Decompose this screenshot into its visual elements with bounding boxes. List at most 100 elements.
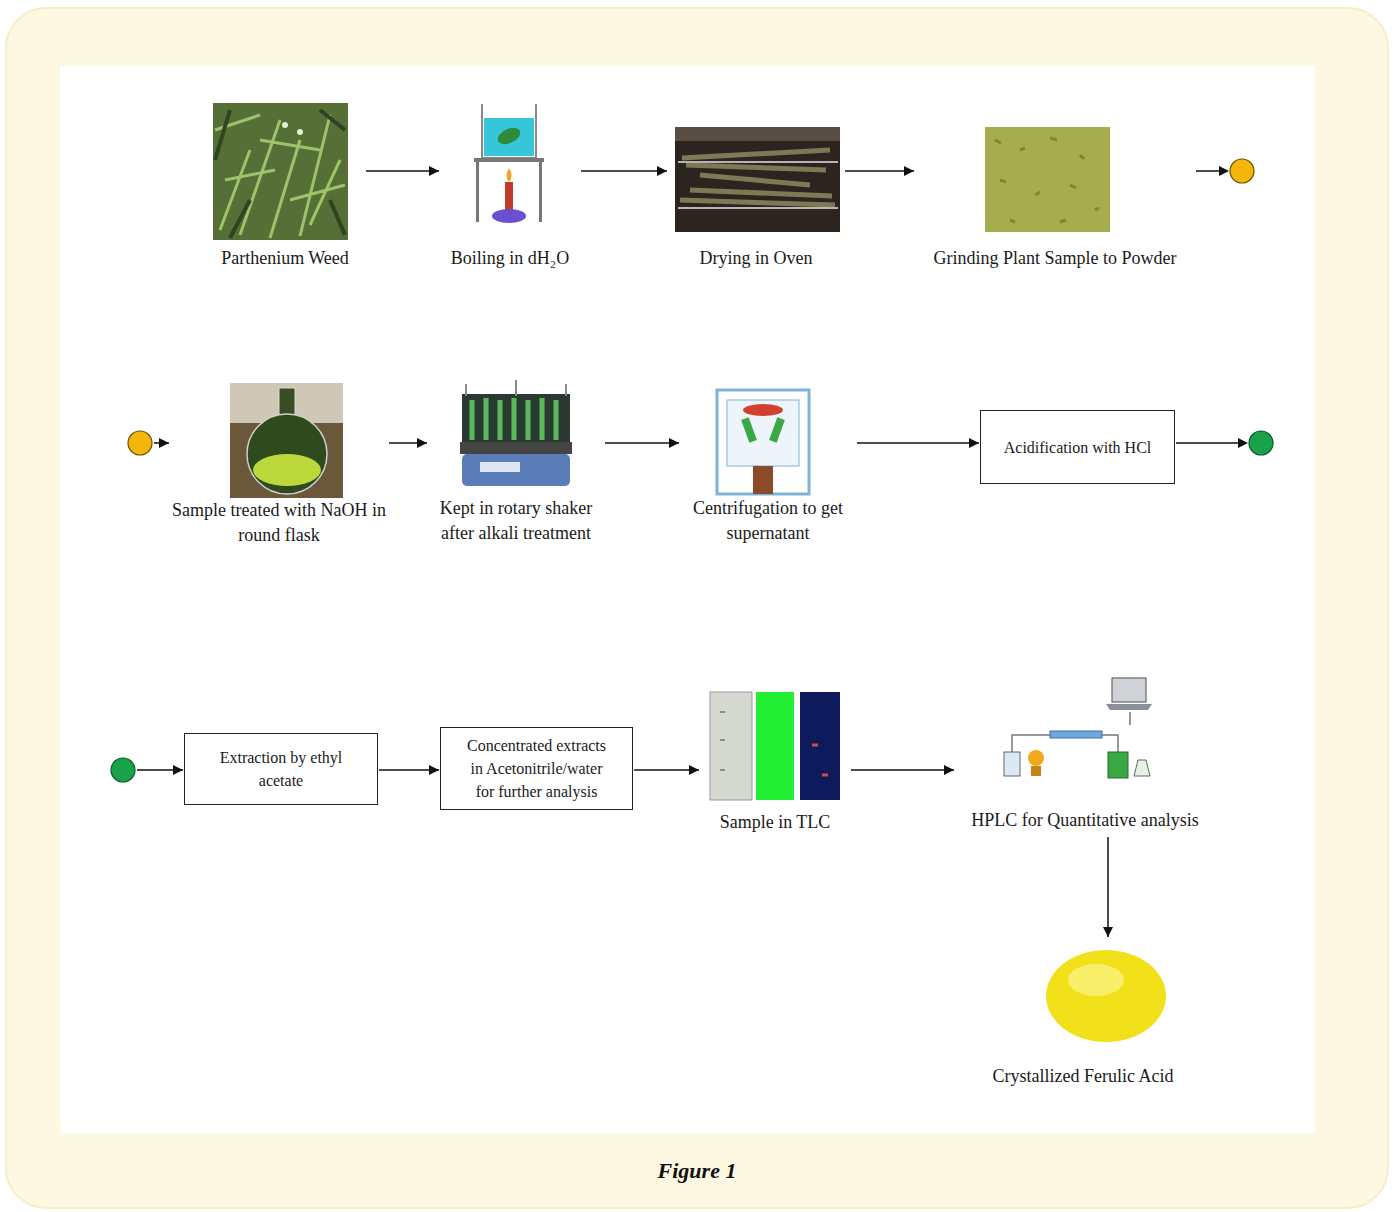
step-caption: Boiling in dH₂O (440, 246, 580, 271)
inner-panel (60, 66, 1315, 1133)
process-box: Acidification with HCl (980, 410, 1175, 484)
weed-shadows (215, 110, 345, 238)
step-caption: Grinding Plant Sample to Powder (915, 246, 1195, 271)
figure-caption: Figure 1 (0, 1158, 1394, 1184)
shaker-base (462, 454, 570, 486)
oven-material (680, 150, 835, 205)
flow-arrow (1107, 837, 1109, 937)
waste-flask (1134, 760, 1150, 776)
oven-inside (675, 127, 840, 232)
beaker-water (484, 118, 534, 156)
step-caption: Parthenium Weed (205, 246, 365, 271)
shaker-bottles (472, 398, 556, 440)
step-figure: HPLC for Quantitative analysis (955, 678, 1215, 833)
step-caption: Sample treated with NaOH in round flask (170, 498, 388, 548)
hplc-drawing (1004, 678, 1152, 778)
shaker-rods (466, 380, 566, 396)
step-caption: HPLC for Quantitative analysis (955, 808, 1215, 833)
step-caption: Sample in TLC (700, 810, 850, 835)
flask-body (247, 414, 327, 494)
flow-arrow (154, 171, 1220, 443)
step-figure: Crystallized Ferulic Acid (975, 938, 1191, 1089)
weed-ground (213, 103, 348, 240)
tlc-spots (720, 712, 725, 770)
stand-plate (474, 158, 544, 162)
weed-flower (297, 129, 303, 135)
centrifuge-tube (769, 417, 785, 442)
outer-panel (6, 8, 1388, 1208)
hplc-column (1050, 731, 1102, 738)
laptop-base (1106, 704, 1152, 710)
powder-mound (1046, 950, 1166, 1042)
step-figure: Sample treated with NaOH in round flask (170, 383, 388, 548)
flask-bg (230, 383, 343, 498)
flow-arrow (366, 170, 439, 172)
burner-tube (505, 182, 513, 212)
arrow-head (1219, 166, 1229, 176)
weed-leaves (215, 115, 345, 238)
weed-photo (213, 103, 348, 240)
oven-tray (678, 162, 838, 208)
stand-rod (476, 162, 479, 222)
step-figure: Sample in TLC (700, 690, 850, 835)
step-figure: Kept in rotary shaker after alkali treat… (428, 378, 604, 546)
step-figure: Grinding Plant Sample to Powder (915, 103, 1195, 271)
pump-stand (1031, 766, 1041, 776)
flask-photo (230, 383, 343, 498)
flow-arrow (857, 442, 979, 444)
powder-photo (985, 127, 1110, 232)
shaker-photo (460, 380, 572, 486)
weed-flower (282, 122, 288, 128)
centrifuge-window (727, 400, 799, 466)
tlc-plate-green (756, 692, 794, 800)
boiling-beaker (474, 104, 544, 223)
centrifuge-frame (717, 390, 809, 494)
process-box: Concentrated extracts in Acetonitrile/wa… (440, 727, 633, 810)
powder-highlight (1068, 964, 1124, 996)
hplc-pump (1028, 750, 1044, 766)
shaker-panel (480, 462, 520, 472)
step-caption: Centrifugation to get supernatant (680, 496, 856, 546)
powder-ground (985, 127, 1110, 232)
burner-base (492, 209, 526, 223)
box-text: Extraction by ethyl acetate (205, 746, 357, 792)
tlc-plate-white (710, 692, 752, 800)
orange-connector (128, 431, 152, 455)
box-text: Concentrated extracts in Acetonitrile/wa… (461, 734, 612, 803)
tlc-spots (812, 745, 828, 775)
step-caption: Drying in Oven (668, 246, 844, 271)
flow-arrow (605, 442, 679, 444)
flow-arrow (634, 769, 699, 771)
step-figure: Centrifugation to get supernatant (680, 378, 856, 546)
flow-arrow (389, 442, 427, 444)
hplc-tubing (1012, 712, 1130, 755)
flow-arrow (851, 769, 954, 771)
burner-flame (507, 168, 512, 182)
ferulic-powder (1046, 950, 1166, 1042)
process-box: Extraction by ethyl acetate (184, 733, 378, 805)
step-caption: Kept in rotary shaker after alkali treat… (428, 496, 604, 546)
stand-rod (539, 162, 542, 222)
tlc-plate-blue (800, 692, 840, 800)
step-caption: Crystallized Ferulic Acid (975, 1064, 1191, 1089)
oven-top (675, 127, 840, 141)
beaker-glass (482, 104, 536, 158)
flow-arrow (137, 443, 1239, 770)
step-figure: Parthenium Weed (205, 103, 365, 271)
centrifuge-drawing (717, 390, 809, 494)
beaker-leaf (495, 125, 523, 148)
arrow-head (1238, 438, 1248, 448)
oven-photo (675, 127, 840, 232)
centrifuge-base (753, 466, 773, 494)
flow-arrow (845, 170, 914, 172)
step-figure: Drying in Oven (668, 103, 844, 271)
flow-arrow (379, 769, 439, 771)
flask-liquid (253, 454, 321, 486)
orange-connector (1230, 159, 1254, 183)
powder-texture (995, 138, 1099, 222)
shaker-platform (460, 442, 572, 454)
solvent-bottle (1004, 752, 1020, 776)
